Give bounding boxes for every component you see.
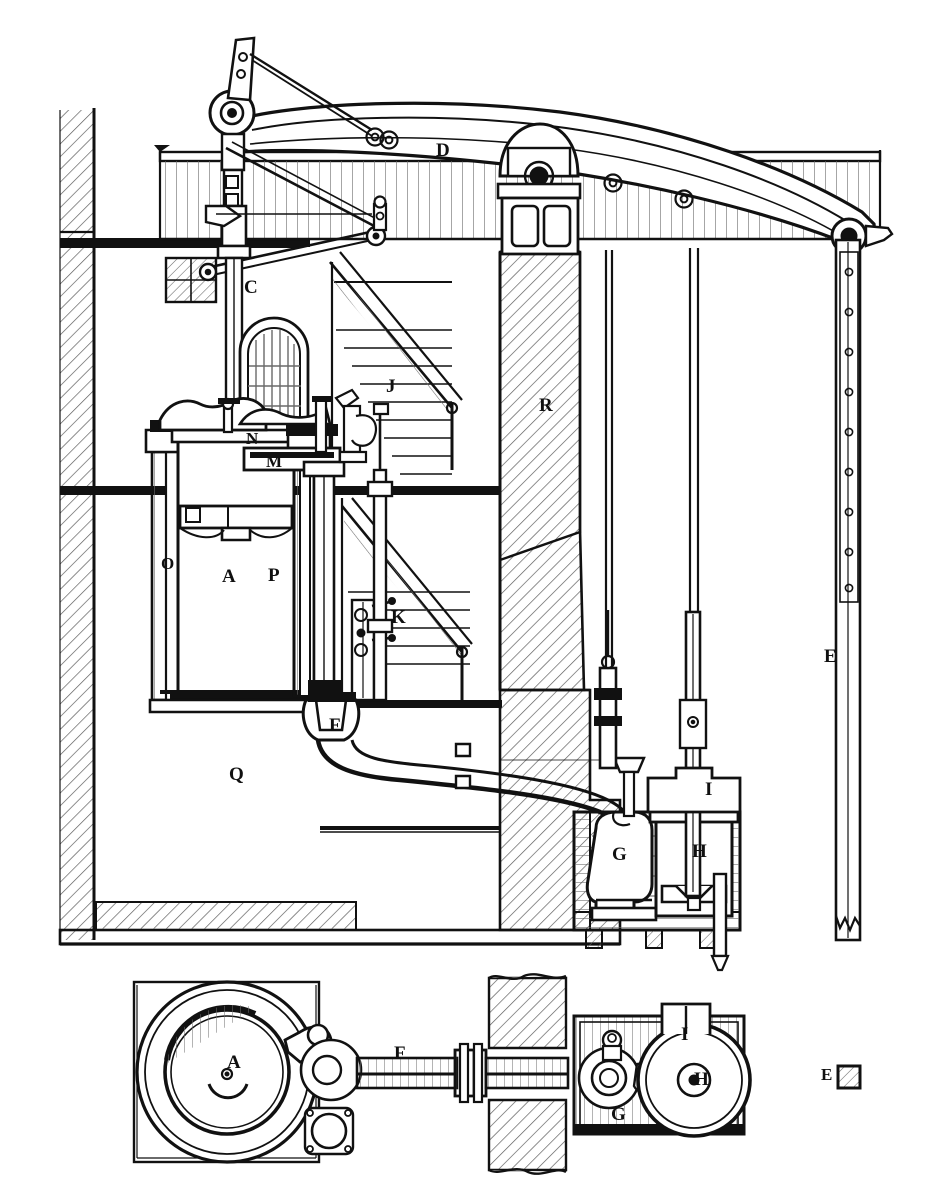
- beam-centre-pivot: [496, 122, 582, 256]
- piston: [178, 504, 294, 542]
- section-key-swatch: [836, 1064, 862, 1090]
- label-O-cylinder-jacket: O: [161, 554, 175, 573]
- guide-rods: [604, 248, 700, 668]
- label-Q-foundation: Q: [229, 764, 244, 785]
- label-R-masonry-pier: R: [539, 395, 553, 416]
- label-C-parallel-motion: C: [244, 277, 258, 298]
- parallel-motion: [198, 36, 388, 434]
- label-I-air-pump-head: I: [705, 779, 713, 800]
- condenser-cistern-assembly: [572, 610, 742, 972]
- label-F-eduction-pipe: F: [329, 715, 341, 736]
- pump-rod: [834, 238, 862, 942]
- label-A-plan: A: [227, 1052, 241, 1073]
- label-F-plan: F: [394, 1043, 406, 1064]
- label-E-section-key: E: [821, 1065, 833, 1084]
- label-H-plan: H: [694, 1069, 709, 1090]
- label-P-cylinder-casing: P: [268, 565, 280, 586]
- label-K-plug-rod: K: [391, 607, 406, 628]
- plan-view: [132, 973, 862, 1175]
- label-N-top-valve: N: [246, 429, 259, 448]
- label-M-valve-chest: M: [266, 452, 283, 471]
- steam-cylinder-assembly: [144, 388, 378, 714]
- label-G-plan: G: [611, 1104, 626, 1125]
- label-H-air-pump: H: [692, 841, 707, 862]
- eduction-pipe: [301, 692, 638, 841]
- label-E-pump-rod: E: [824, 646, 837, 667]
- label-I-plan: I: [681, 1024, 689, 1045]
- beam-left-eye: [208, 89, 256, 137]
- plug-rod-valve-gear: [350, 402, 396, 702]
- label-D-working-beam: D: [436, 140, 450, 161]
- label-A-elevation: A: [222, 566, 236, 587]
- label-G-condenser: G: [612, 844, 627, 865]
- label-J-stairs: J: [386, 376, 396, 397]
